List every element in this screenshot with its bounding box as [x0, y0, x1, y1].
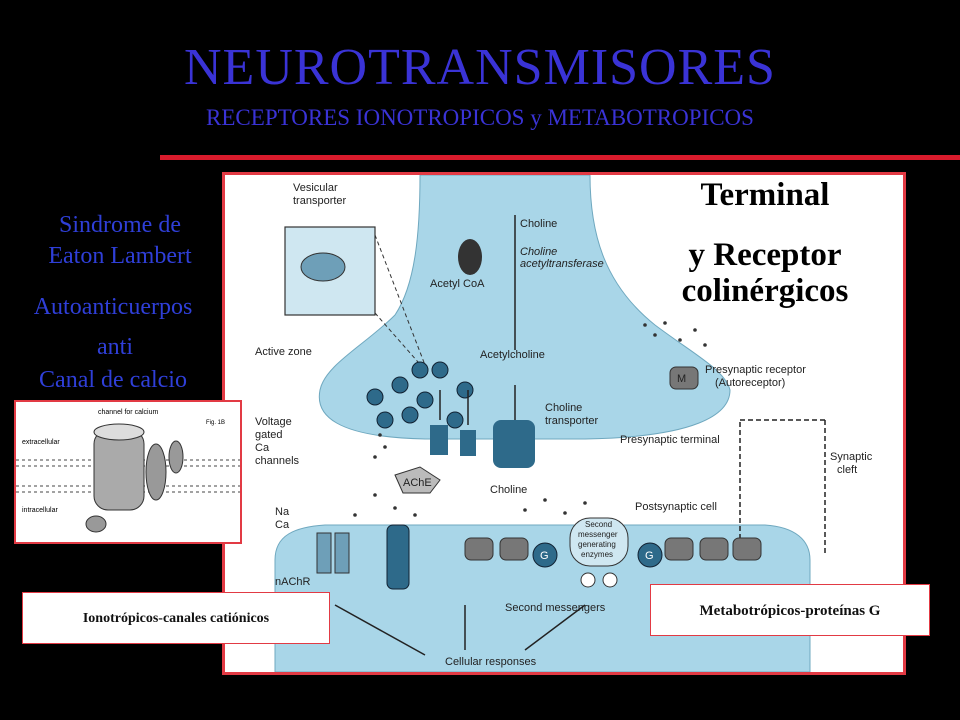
g-protein-icon	[637, 542, 663, 568]
note-autoanticuerpos: Autoanticuerpos	[33, 294, 193, 320]
nachr-icon	[334, 532, 350, 574]
label: messenger	[578, 530, 618, 539]
title-divider	[160, 155, 960, 160]
arrows	[334, 215, 826, 656]
note-eaton: Eaton Lambert	[48, 243, 192, 269]
label: nAChR	[275, 576, 311, 588]
channel-pore-icon	[93, 423, 145, 441]
label: G	[645, 550, 654, 562]
label: Ca	[255, 442, 270, 454]
nachr-icon	[316, 532, 332, 574]
label: Acetylcholine	[480, 349, 545, 361]
label: G	[540, 550, 549, 562]
ion-channel-icon	[386, 524, 410, 590]
label: (Autoreceptor)	[715, 377, 785, 389]
inset-label-fig: Fig. 1B	[206, 420, 225, 426]
label: enzymes	[581, 550, 613, 559]
diagram-heading-terminal: Terminal	[700, 177, 830, 213]
note-canal: Canal de calcio	[39, 367, 187, 393]
alpha2-subunit-icon	[145, 443, 167, 501]
vesicle-transporter-icon	[300, 252, 346, 282]
label: Postsynaptic cell	[635, 501, 717, 513]
label: Active zone	[255, 346, 312, 358]
label: Voltage	[255, 416, 292, 428]
postsynaptic-receptors	[464, 537, 762, 561]
label: Na	[275, 506, 290, 518]
ca-channel-icon	[430, 425, 448, 455]
delta-subunit-icon	[168, 440, 184, 474]
alpha1-subunit-icon	[93, 429, 145, 511]
note-anti: anti	[97, 334, 133, 360]
second-messenger-enzyme-icon	[569, 517, 629, 567]
dashed-line	[374, 312, 426, 371]
label: Second	[585, 520, 612, 529]
callout-metabotropic: Metabotrópicos-proteínas G	[650, 584, 930, 636]
plus-icon	[602, 572, 618, 588]
vesicles	[366, 361, 474, 429]
label: gated	[255, 429, 283, 441]
label: acetyltransferase	[520, 258, 604, 270]
inset-label-channel: channel for calcium	[98, 409, 158, 416]
dashed-line	[374, 234, 426, 366]
label: Choline	[520, 246, 557, 258]
choline-transporter-icon	[493, 420, 535, 468]
label: Presynaptic receptor	[705, 364, 806, 376]
label: cleft	[837, 464, 857, 476]
label: Vesicular	[293, 182, 338, 194]
label: Choline	[520, 218, 557, 230]
beta-subunit-icon	[85, 515, 107, 533]
label: Acetyl CoA	[430, 278, 485, 290]
ache-enzyme-icon	[394, 466, 441, 494]
cholinergic-diagram: Vesicular transporter Choline Choline ac…	[222, 172, 906, 675]
page-title: NEUROTRANSMISORES	[184, 39, 776, 96]
label: M	[677, 373, 686, 385]
label: Presynaptic terminal	[620, 434, 720, 446]
inset-label-intracellular: intracellular	[22, 507, 58, 514]
label: generating	[578, 540, 616, 549]
label: Ca	[275, 519, 290, 531]
inset-label-extracellular: extracellular	[22, 439, 60, 446]
note-sindrome: Sindrome de	[59, 212, 181, 238]
mitochondrion-icon	[458, 239, 482, 275]
diagram-art: Vesicular transporter Choline Choline ac…	[255, 175, 873, 672]
label: transporter	[545, 415, 599, 427]
label: transporter	[293, 195, 347, 207]
label: Second messengers	[505, 602, 606, 614]
ca-channel-icon	[460, 430, 476, 456]
diagram-heading-receptor: y Receptor	[688, 237, 842, 273]
g-protein-icon	[532, 542, 558, 568]
label: Choline	[545, 402, 582, 414]
diagram-heading-colinergicos: colinérgicos	[681, 273, 849, 309]
calcium-channel-figure: channel for calcium Fig. 1B extracellula…	[14, 400, 242, 544]
m2-receptor-icon	[669, 366, 699, 390]
label: AChE	[403, 477, 432, 489]
callout-ionotropic: Ionotrópicos-canales catiónicos	[22, 592, 330, 644]
label: Synaptic	[830, 451, 873, 463]
label: channels	[255, 455, 300, 467]
label: Cellular responses	[445, 656, 537, 668]
minus-icon	[580, 572, 596, 588]
membrane-lipids	[16, 459, 240, 493]
page-subtitle: RECEPTORES IONOTROPICOS y METABOTROPICOS	[206, 105, 754, 130]
calcium-channel-art: channel for calcium Fig. 1B extracellula…	[16, 409, 240, 533]
ach-dots	[353, 321, 707, 517]
label: Choline	[490, 484, 527, 496]
